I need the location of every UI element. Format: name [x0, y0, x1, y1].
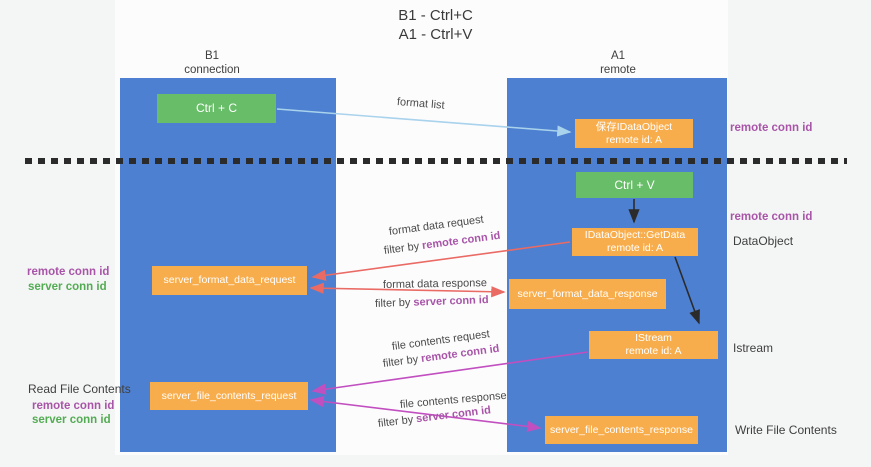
remote-conn-id-right-top: remote conn id [730, 122, 813, 134]
istream-line2: remote id: A [625, 345, 682, 357]
remote-conn-id-left-top: remote conn id [27, 266, 110, 278]
server-file-contents-request-node: server_file_contents_request [150, 382, 308, 410]
remote-conn-id-left-bottom: remote conn id [32, 400, 115, 412]
column-b1-role: connection [184, 64, 240, 76]
istream-side-label: Istream [733, 341, 774, 355]
column-header-b1: B1 connection [142, 49, 282, 77]
column-b1-name: B1 [204, 50, 220, 62]
save-idataobject-node: 保存IDataObject remote id: A [575, 119, 693, 148]
istream-line1: IStream [635, 332, 672, 344]
server-file-contents-response-label: server_file_contents_response [549, 423, 693, 436]
ctrl-v-node: Ctrl + V [576, 172, 693, 198]
column-a1-name: A1 [610, 50, 626, 62]
idataobject-getdata-node: IDataObject::GetData remote id: A [572, 228, 698, 256]
save-idataobject-line2: remote id: A [605, 133, 663, 146]
boundary-dashed-line [25, 158, 847, 164]
read-file-contents-label: Read File Contents [28, 382, 131, 396]
server-format-data-request-node: server_format_data_request [152, 266, 307, 295]
getdata-line1: IDataObject::GetData [584, 229, 686, 241]
write-file-contents-label: Write File Contents [735, 423, 837, 437]
title-line-2: A1 - Ctrl+V [398, 26, 473, 43]
server-format-data-response-node: server_format_data_response [509, 279, 666, 309]
istream-node: IStream remote id: A [589, 331, 718, 359]
getdata-line2: remote id: A [606, 242, 664, 254]
save-idataobject-line1: 保存IDataObject [595, 120, 673, 133]
ctrl-c-label: Ctrl + C [195, 101, 237, 115]
diagram-title: B1 - Ctrl+C A1 - Ctrl+V [0, 6, 871, 44]
remote-conn-id-right-mid: remote conn id [730, 211, 813, 223]
ctrl-v-label: Ctrl + V [614, 177, 655, 192]
server-conn-id-left-top: server conn id [28, 281, 107, 293]
server-file-contents-response-node: server_file_contents_response [545, 416, 698, 444]
server-format-data-response-label: server_format_data_response [517, 287, 658, 300]
dataobject-label: DataObject [733, 234, 794, 248]
server-format-data-request-label: server_format_data_request [163, 274, 296, 286]
format-data-response-label: format data response [382, 277, 488, 291]
column-header-a1: A1 remote [548, 49, 688, 77]
server-file-contents-request-label: server_file_contents_request [161, 389, 297, 402]
ctrl-c-node: Ctrl + C [157, 94, 276, 123]
filter-by-text: filter by [374, 296, 411, 310]
title-line-1: B1 - Ctrl+C [398, 7, 473, 24]
column-a1-role: remote [600, 64, 636, 76]
server-conn-id-left-bottom: server conn id [32, 414, 111, 426]
